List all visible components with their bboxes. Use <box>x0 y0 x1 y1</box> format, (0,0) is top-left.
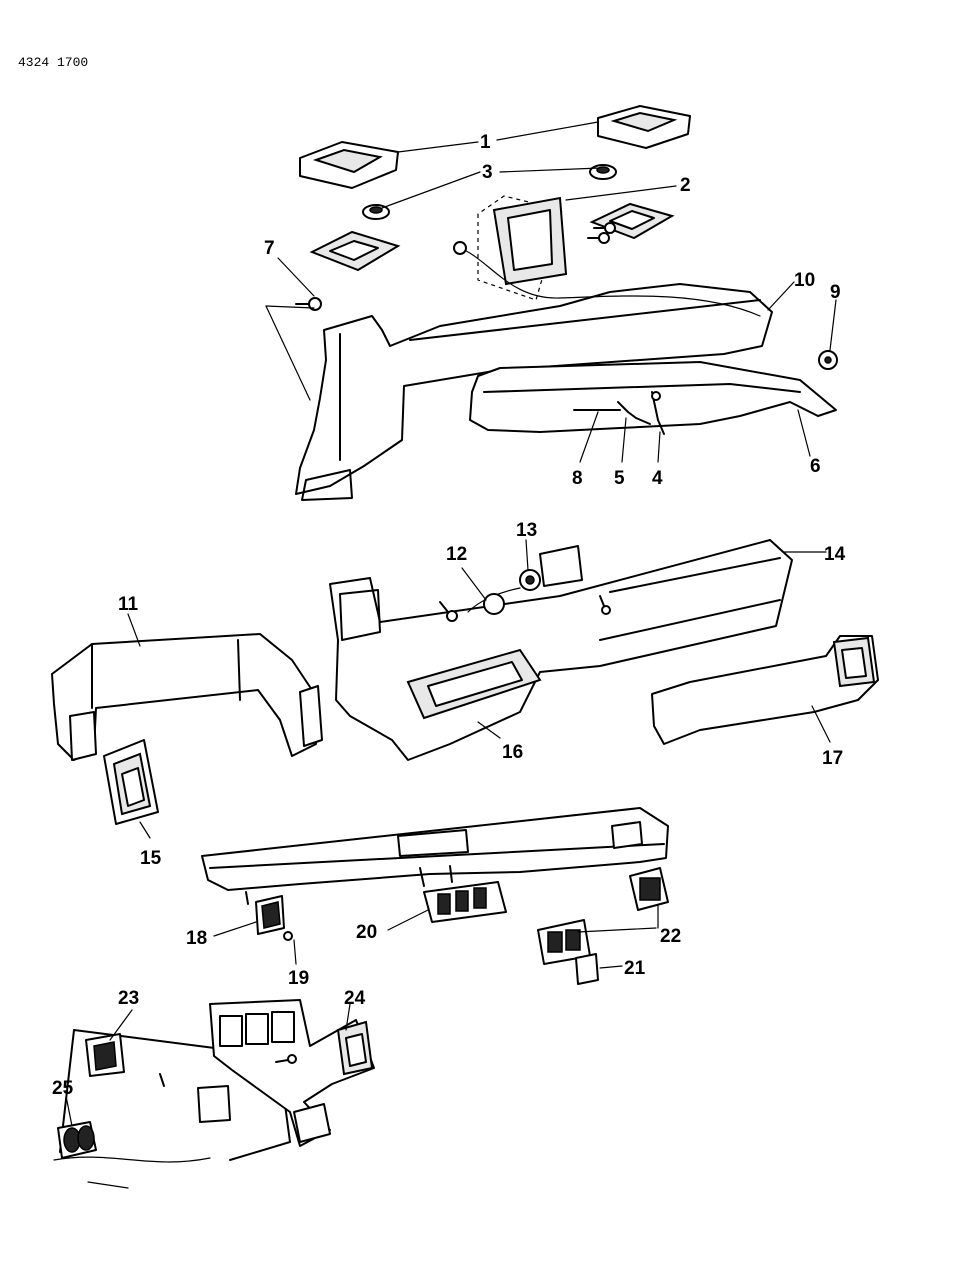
seal-frame <box>477 195 568 301</box>
callout-6: 6 <box>810 456 821 477</box>
callout-14: 14 <box>824 544 846 565</box>
callout-5: 5 <box>614 468 625 489</box>
middle-duct-assembly: 11 12 13 14 15 16 17 <box>51 520 879 869</box>
outlet-18 <box>255 895 285 935</box>
motor-housing <box>539 545 583 587</box>
screw <box>295 297 322 311</box>
callout-22: 22 <box>660 926 681 947</box>
left-air-duct <box>51 633 317 761</box>
defroster-grille-right <box>597 105 691 149</box>
callout-4: 4 <box>652 468 663 489</box>
upper-duct-assembly: 1 2 3 4 5 6 7 8 9 10 <box>264 105 841 501</box>
callout-21: 21 <box>624 958 646 979</box>
callout-1: 1 <box>480 132 491 153</box>
outlet-15 <box>103 739 159 825</box>
callout-17: 17 <box>822 748 843 769</box>
callout-16: 16 <box>502 742 523 763</box>
callout-10: 10 <box>794 270 815 291</box>
callout-13: 13 <box>516 520 537 541</box>
callout-12: 12 <box>446 544 467 565</box>
outlet-22-lower <box>537 919 591 965</box>
callout-11: 11 <box>118 594 139 615</box>
callout-2: 2 <box>680 175 691 196</box>
bezel-21 <box>575 953 599 985</box>
callout-19: 19 <box>288 968 309 989</box>
callout-15: 15 <box>140 848 162 869</box>
callout-8: 8 <box>572 468 583 489</box>
callout-7: 7 <box>264 238 275 259</box>
instrument-panel-outlets: 18 19 20 21 22 <box>186 807 681 989</box>
callout-25: 25 <box>52 1078 74 1099</box>
document-id: 4324 1700 <box>18 55 88 70</box>
screw-top <box>587 222 616 244</box>
callout-3: 3 <box>482 162 493 183</box>
callout-23: 23 <box>118 988 139 1009</box>
outlet-22-upper <box>629 867 669 911</box>
callout-18: 18 <box>186 928 207 949</box>
defroster-grille-left <box>299 141 399 189</box>
rear-outlet-assembly: 23 24 25 <box>52 988 375 1189</box>
clip-19 <box>283 931 293 941</box>
callout-20: 20 <box>356 922 377 943</box>
actuator <box>483 593 505 615</box>
right-air-duct <box>651 635 879 745</box>
defroster-duct <box>295 283 773 495</box>
center-outlet <box>423 881 507 923</box>
callout-24: 24 <box>344 988 366 1009</box>
callout-9: 9 <box>830 282 841 303</box>
